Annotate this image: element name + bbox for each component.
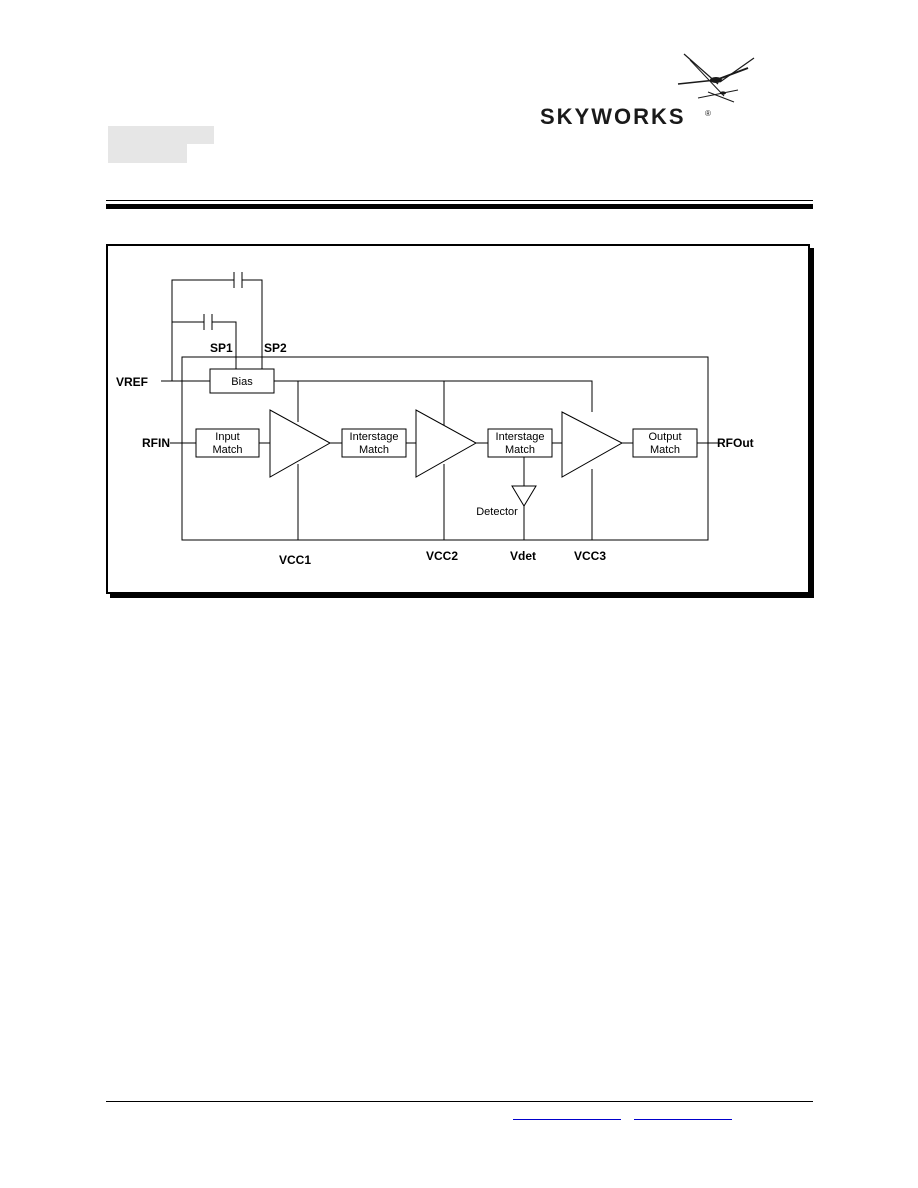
interstage-match-1-block [341,428,407,458]
pin-label-vcc1: VCC1 [279,553,311,567]
header-rule-thin [106,200,813,201]
pin-label-sp2: SP2 [264,341,287,355]
pin-label-vdet: Vdet [510,549,536,563]
footer-link-underline[interactable] [513,1119,621,1120]
block-label-detector: Detector [476,506,518,518]
registered-mark: ® [705,109,711,118]
block-label-interstage1-line1: Interstage [350,431,399,443]
block-diagram: SP1 SP2 VREF RFIN RFOut VCC1 VCC2 Vdet V… [106,244,814,598]
pin-label-rfin: RFIN [142,436,170,450]
pin-label-vref: VREF [116,375,148,389]
detector-symbol [511,485,537,507]
block-label-interstage2-line1: Interstage [496,431,545,443]
amplifier-stage-2 [415,409,478,478]
header-placeholder-block [108,126,214,144]
block-label-interstage1-line2: Match [359,444,389,456]
block-label-input-line2: Match [213,444,243,456]
amplifier-stage-3 [561,411,624,478]
footer-link-underline[interactable] [634,1119,732,1120]
pin-label-rfout: RFOut [717,436,754,450]
block-label-interstage2-line2: Match [505,444,535,456]
output-match-block [632,428,698,458]
skyworks-logo-icon [677,53,755,103]
pin-label-sp1: SP1 [210,341,233,355]
block-label-bias: Bias [231,376,253,388]
header-placeholder-block [108,144,187,163]
footer-rule [106,1101,813,1102]
pin-label-vcc3: VCC3 [574,549,606,563]
block-label-input-line1: Input [215,431,239,443]
logo-wordmark: SKYWORKS [540,104,686,129]
amplifier-stage-1 [269,409,332,478]
block-label-output-line2: Match [650,444,680,456]
pin-label-vcc2: VCC2 [426,549,458,563]
block-label-output-line1: Output [648,431,681,443]
header-rule-thick [106,204,813,209]
interstage-match-2-block [487,428,553,458]
